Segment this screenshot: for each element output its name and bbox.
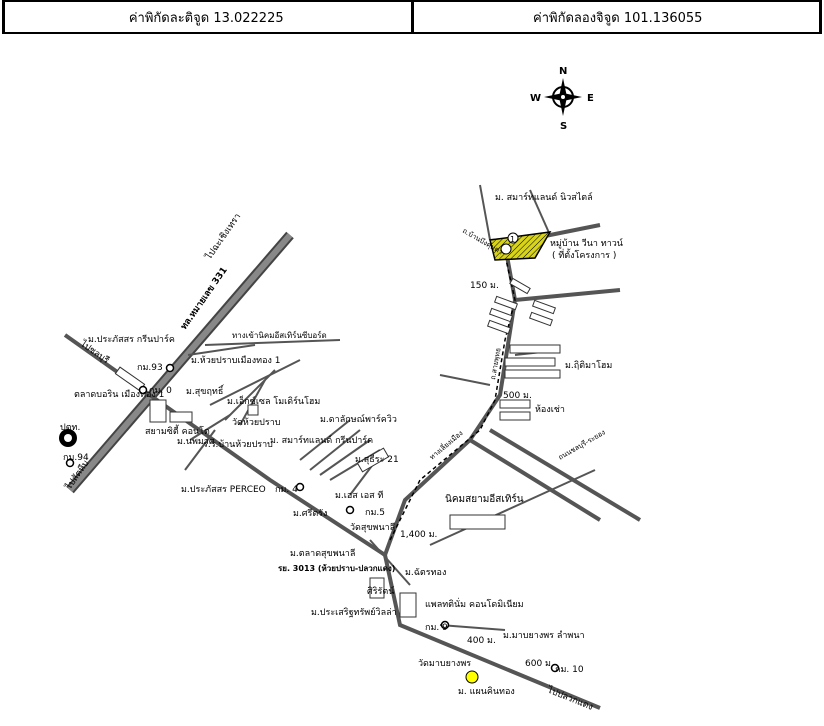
label-m-chattong: ม.ฉัตรทอง [405,568,446,578]
label-km10: กม. 10 [555,665,584,675]
compass-west: W [530,93,541,104]
km94-marker-icon [65,458,75,468]
compass-north: N [559,66,567,77]
label-sss: ม.เอส เอส ที [335,490,383,501]
label-project-location: ( ที่ตั้งโครงการ ) [552,248,616,261]
label-to-pluakdaeng: ไปปลวกแดง [545,684,595,713]
left-buildings [114,366,506,618]
label-huaypong: ม.ห้วยปราบเมืองทอง 1 [191,355,281,366]
km93-marker-icon [165,363,175,373]
label-km5: กม.5 [365,508,385,518]
label-km9: กม. 9 [425,623,448,633]
label-suthee21: ม.สุธีระ 21 [355,454,399,465]
km4-marker-icon [295,482,305,492]
label-golden-town: ม.ดาลักษณ์พาร์ควิว [320,413,397,425]
label-mp-hat: ม.นพมาศ [177,437,215,447]
km0-marker-icon [138,385,148,395]
label-wat: วัดห้วยปราบ [232,417,281,428]
highway-331 [66,231,294,494]
label-hwy331: ทล.หมายเลข 331 [179,266,229,332]
label-siam-kondo: สยามซิตี้ คอนโด [145,424,210,437]
label-sukree: ม.สุขฤทธิ์ [186,384,225,397]
label-km4: กม. 4 [275,485,298,495]
label-ritima-home: ม.ฤิติมาโฮม [565,360,612,371]
coordinates-bar: ค่าพิกัดละติจูด 13.022225 ค่าพิกัดลองจิจ… [2,0,822,34]
label-ihp-road: ทางเข้านิคมอีสเทิร์นซีบอร์ด [232,330,327,340]
label-distance-150: 150 ม. [470,281,499,291]
label-hong-kao: ห้องเช่า [535,404,565,415]
longitude-label: ค่าพิกัดลองจิจูด 101.136055 [533,10,703,26]
km-markers [65,363,560,673]
compass-east: E [587,93,594,104]
left-border [2,0,5,32]
label-talad-muangthong: ตลาดบอริน เมืองทอง 1 [74,389,164,400]
label-smart-land-newstyle: ม. สมาร์ทแลนด์ นิวสไตล์ [495,191,593,203]
compass-rose-icon: N S E W [530,66,594,132]
label-maenkhanthong: ม. แผนคินทอง [458,686,515,697]
label-smart-green: ม. สมาร์ทแลนด์ กรีนปาร์ค [270,434,373,446]
label-mabyangporn: ม.มาบยางพร ลำพนา [503,630,585,641]
label-distance-500: 500 ม. [503,391,532,401]
project-marker-2-icon [500,243,512,255]
km9-marker-icon [440,620,450,630]
label-eastern-estate: นิคมสยามอีสเทิร์น [445,493,524,505]
coordinates-divider [410,2,414,32]
km10-marker-icon [550,663,560,673]
compass-south: S [560,121,567,132]
label-wat-sukpan: วัดสุขพนาลี [350,522,395,533]
route-to-project [389,254,516,541]
km5-marker-icon [345,505,355,515]
label-to-chachoengsao: ไปฉะเชิงเทรา [203,211,243,262]
label-ipi: ม.เอ็กซ์เซล โมเดิร์นโฮม [227,394,320,407]
label-sch: ร.ร.บ้านห้วยปราบ [203,439,273,450]
label-route3013: รย. 3013 (ห้วยปราบ-ปลวกแดง) [278,563,395,573]
label-km0: กม. 0 [149,386,172,396]
label-road-chonburi-rayong: ถนนชลบุรี-ระยอง [557,428,607,461]
right-border [819,0,822,32]
latitude-label: ค่าพิกัดละติจูด 13.022225 [128,10,284,26]
label-talad-sukpan: ม.ตลาดสุขพนาลี [290,548,355,559]
label-distance-400: 400 ม. [467,636,496,646]
label-prasertsorn-green: ม.ประภัสสร กรีนปาร์ค [88,333,175,345]
label-km94: กม.94 [63,453,89,463]
minor-roads [184,184,596,631]
label-prasertsorn-perceo: ม.ประภัสสร PERCEO [181,485,266,495]
label-wat-mabyangporn: วัดมาบยางพร [418,659,471,669]
label-village-vina: หมู่บ้าน วีนา ทาวน์ [550,237,623,249]
location-3-icon [465,670,479,684]
label-road-main: ถ.สายพุทธ [489,347,502,380]
label-km93: กม.93 [137,363,163,373]
label-ptt: ปตท. [60,423,80,433]
ptt-station-icon [59,429,77,447]
label-sirithon: ศิริรัตน์ [367,585,394,597]
label-distance-1400: 1,400 ม. [400,530,437,540]
label-prasertsub: ม.ประเสริฐทรัพย์วิลล่า [311,606,397,618]
label-distance-600: 600 ม. [525,659,554,669]
project-marker-1-icon [507,232,519,244]
label-sritrang: ม.ศรีตรัง [293,508,327,519]
housing-blocks [486,277,561,421]
label-apartment: แพลทตินั่ม คอนโดมิเนียม [425,597,524,610]
label-road-local: ทางเลี่ยงเมือง [428,428,465,461]
project-number: 1 [510,235,515,244]
